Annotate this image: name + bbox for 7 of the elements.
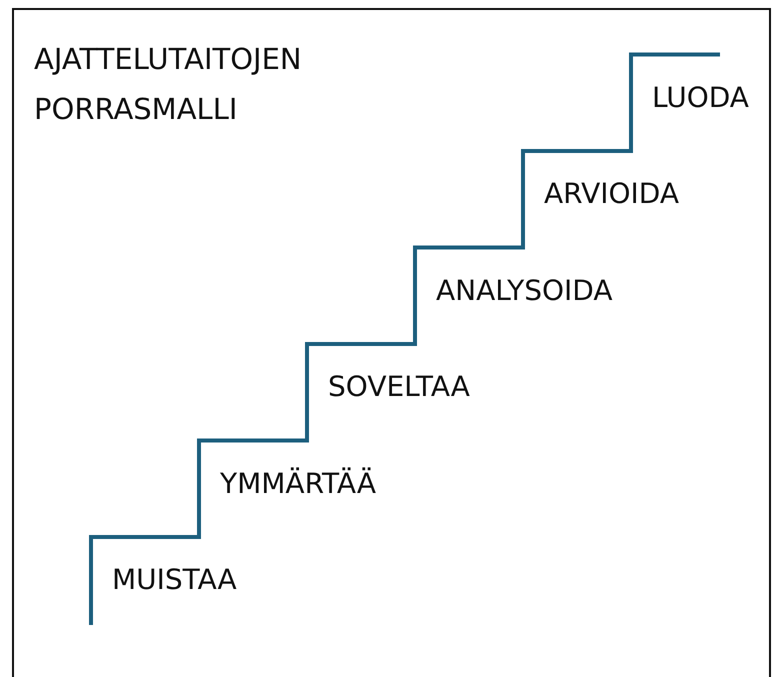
diagram-title: AJATTELUTAITOJEN PORRASMALLI — [34, 41, 303, 128]
step-label: MUISTAA — [112, 563, 237, 597]
step-label: YMMÄRTÄÄ — [220, 466, 376, 500]
step-label: SOVELTAA — [328, 370, 470, 404]
step-label: ANALYSOIDA — [436, 274, 613, 308]
step-label: ARVIOIDA — [544, 177, 680, 211]
step-label: LUODA — [652, 80, 749, 114]
